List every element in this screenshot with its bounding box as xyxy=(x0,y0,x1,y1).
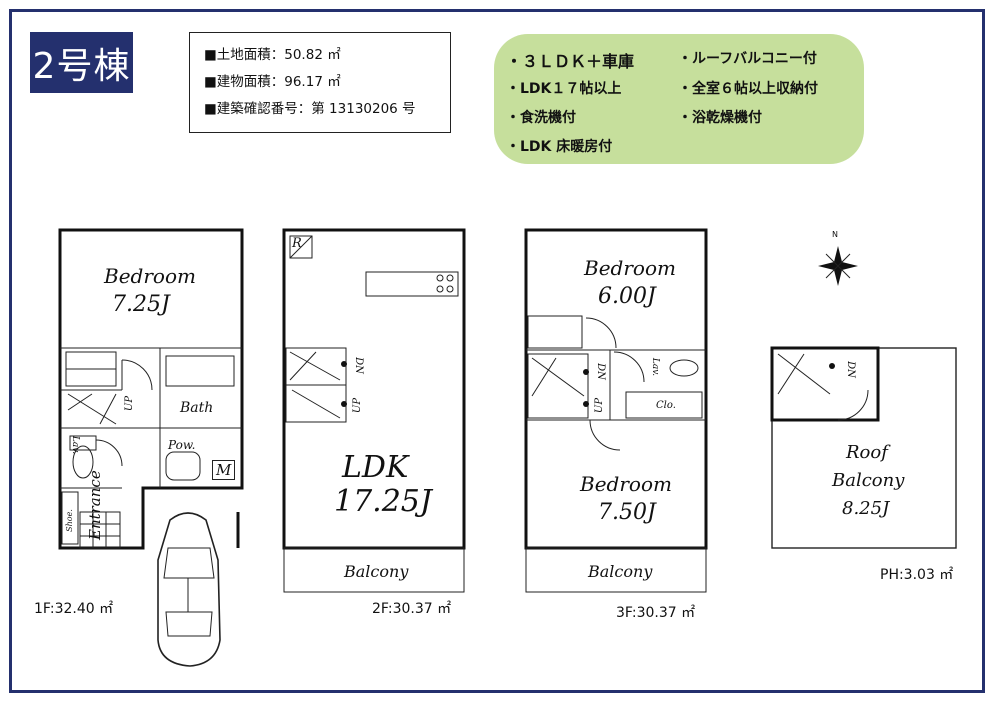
f2-stair-up-label: UP xyxy=(352,397,364,414)
floor-3-area: 3F:30.37 ㎡ xyxy=(616,605,696,621)
floor-3-plan xyxy=(524,228,708,593)
feature-dishwasher: ・食洗機付 xyxy=(506,110,576,126)
f1-stair-up-label: UP xyxy=(124,395,136,412)
f3-stair-up-label: UP xyxy=(594,397,606,414)
ldk-label: LDK xyxy=(342,450,409,485)
lavatory-label: Lav. xyxy=(70,435,81,455)
f3-bedroom-b-label: Bedroom xyxy=(580,472,672,496)
powder-room-label: Pow. xyxy=(168,438,196,452)
building-badge: 2号棟 xyxy=(30,32,133,93)
spec-box: ■土地面積：50.82 ㎡ ■建物面積：96.17 ㎡ ■建築確認番号：第 13… xyxy=(189,32,451,133)
f2-stair-down-label: DN xyxy=(352,357,364,374)
feature-panel: ・３ＬＤＫ＋車庫 ・ルーフバルコニー付 ・LDK１７帖以上 ・全室６帖以上収納付… xyxy=(494,34,864,164)
feature-ldk-size: ・LDK１７帖以上 xyxy=(506,81,622,97)
roof-balcony-size: 8.25J xyxy=(842,498,890,519)
roof-balcony-label-1: Roof xyxy=(846,442,888,463)
feature-roof-balcony: ・ルーフバルコニー付 xyxy=(678,51,817,67)
feature-bath-dryer: ・浴乾燥機付 xyxy=(678,110,762,126)
page-frame xyxy=(9,9,985,693)
permit-number: ■建築確認番号：第 13130206 号 xyxy=(204,101,416,117)
refrigerator-label: R xyxy=(292,236,302,251)
floor-1-plan xyxy=(58,228,244,667)
meter-label: M xyxy=(212,460,236,480)
f3-bedroom-b-size: 7.50J xyxy=(598,500,656,525)
car-icon xyxy=(157,512,221,667)
shoe-closet-label: Shoe. xyxy=(64,509,74,532)
f3-lavatory-label: Lav. xyxy=(650,357,661,377)
ph-stair-down-label: DN xyxy=(844,361,856,378)
f3-bedroom-a-size: 6.00J xyxy=(598,284,656,309)
land-area: ■土地面積：50.82 ㎡ xyxy=(204,47,341,63)
f1-bedroom-size: 7.25J xyxy=(112,292,170,317)
entrance-label: Entrance xyxy=(86,470,104,540)
building-area: ■建物面積：96.17 ㎡ xyxy=(204,74,341,90)
bath-label: Bath xyxy=(180,400,214,416)
feature-floor-heating: ・LDK 床暖房付 xyxy=(506,139,613,155)
f1-bedroom-label: Bedroom xyxy=(104,264,196,288)
floor-1-area: 1F:32.40 ㎡ xyxy=(34,601,114,617)
north-label: N xyxy=(832,230,838,239)
f3-stair-down-label: DN xyxy=(594,363,606,380)
floor-2-plan xyxy=(282,228,466,593)
closet-label: Clo. xyxy=(656,400,676,411)
penthouse-plan xyxy=(770,346,957,549)
f3-balcony-label: Balcony xyxy=(588,562,653,581)
f3-bedroom-a-label: Bedroom xyxy=(584,256,676,280)
feature-3ldk: ・３ＬＤＫ＋車庫 xyxy=(506,52,635,71)
floor-2-area: 2F:30.37 ㎡ xyxy=(372,601,452,617)
roof-balcony-label-2: Balcony xyxy=(832,470,905,491)
f2-balcony-label: Balcony xyxy=(344,562,409,581)
ldk-size: 17.25J xyxy=(334,484,432,519)
penthouse-area: PH:3.03 ㎡ xyxy=(880,567,954,583)
compass-icon xyxy=(818,246,858,286)
feature-storage: ・全室６帖以上収納付 xyxy=(678,81,818,97)
